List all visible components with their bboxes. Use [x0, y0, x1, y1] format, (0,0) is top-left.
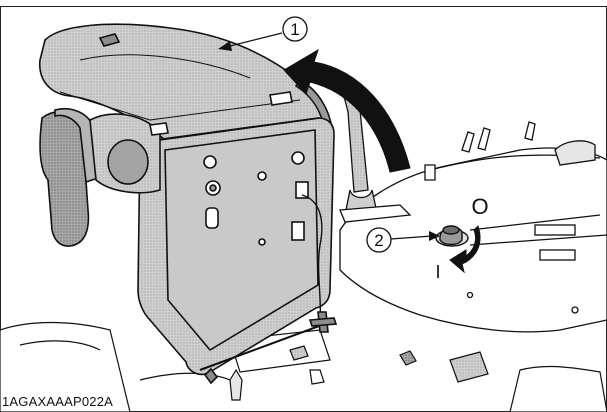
- seat-lock-lever: [435, 225, 469, 247]
- tractor-body-background: [339, 121, 607, 333]
- figure-code: 1AGAXAAAP022A: [2, 394, 113, 409]
- callout-1-arrowhead: [218, 41, 232, 51]
- seat-assembly: [39, 23, 338, 385]
- lever-rotate-arrow: [449, 225, 481, 274]
- callout-1-leader: [225, 32, 283, 48]
- position-label-open: O: [471, 194, 488, 219]
- callout-2-arrowhead: [429, 231, 440, 241]
- position-label-lock: I: [435, 262, 440, 282]
- tilt-up-arrow: [283, 48, 411, 173]
- callout-2-circle: [366, 227, 392, 253]
- callout-2-number: 2: [374, 231, 383, 250]
- callout-1-number: 1: [290, 20, 299, 39]
- callout-1-circle: [282, 16, 308, 42]
- callout-2-leader: [390, 235, 433, 240]
